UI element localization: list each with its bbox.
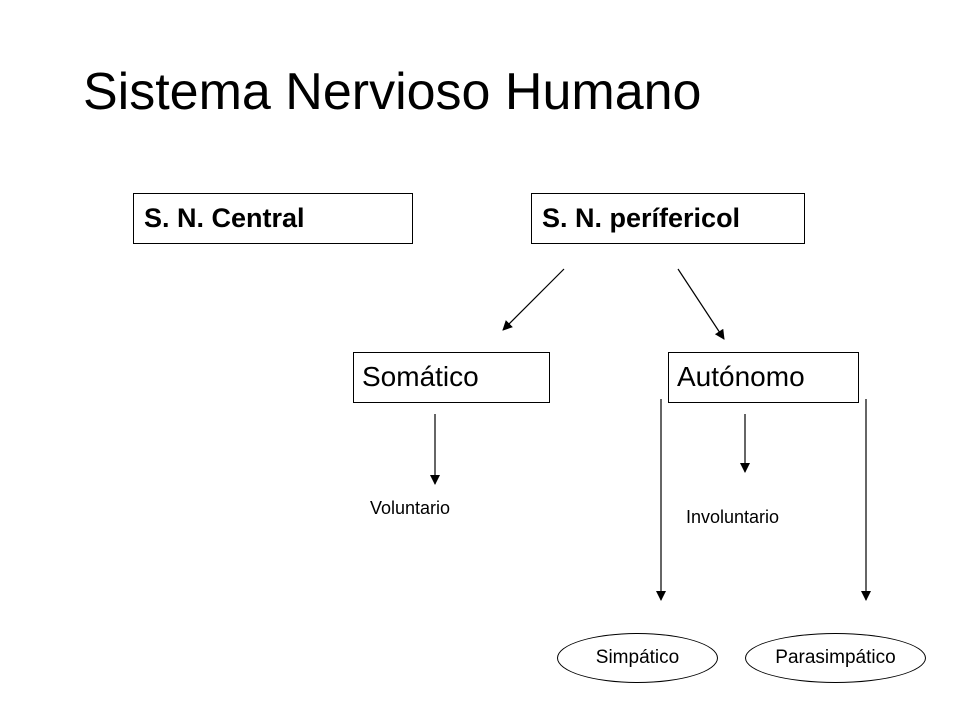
node-simpatico: Simpático bbox=[557, 633, 718, 683]
slide-title: Sistema Nervioso Humano bbox=[83, 63, 702, 121]
node-sn-periferico: S. N. perífericol bbox=[531, 193, 805, 244]
label-voluntario: Voluntario bbox=[370, 498, 451, 518]
label-involuntario: Involuntario bbox=[686, 507, 780, 527]
arrow-periferico-to-autonomo bbox=[677, 268, 725, 340]
node-parasimpatico: Parasimpático bbox=[745, 633, 926, 683]
node-sn-central: S. N. Central bbox=[133, 193, 413, 244]
arrow-periferico-to-somatico bbox=[502, 268, 565, 331]
node-somatico: Somático bbox=[353, 352, 550, 403]
node-autonomo: Autónomo bbox=[668, 352, 859, 403]
